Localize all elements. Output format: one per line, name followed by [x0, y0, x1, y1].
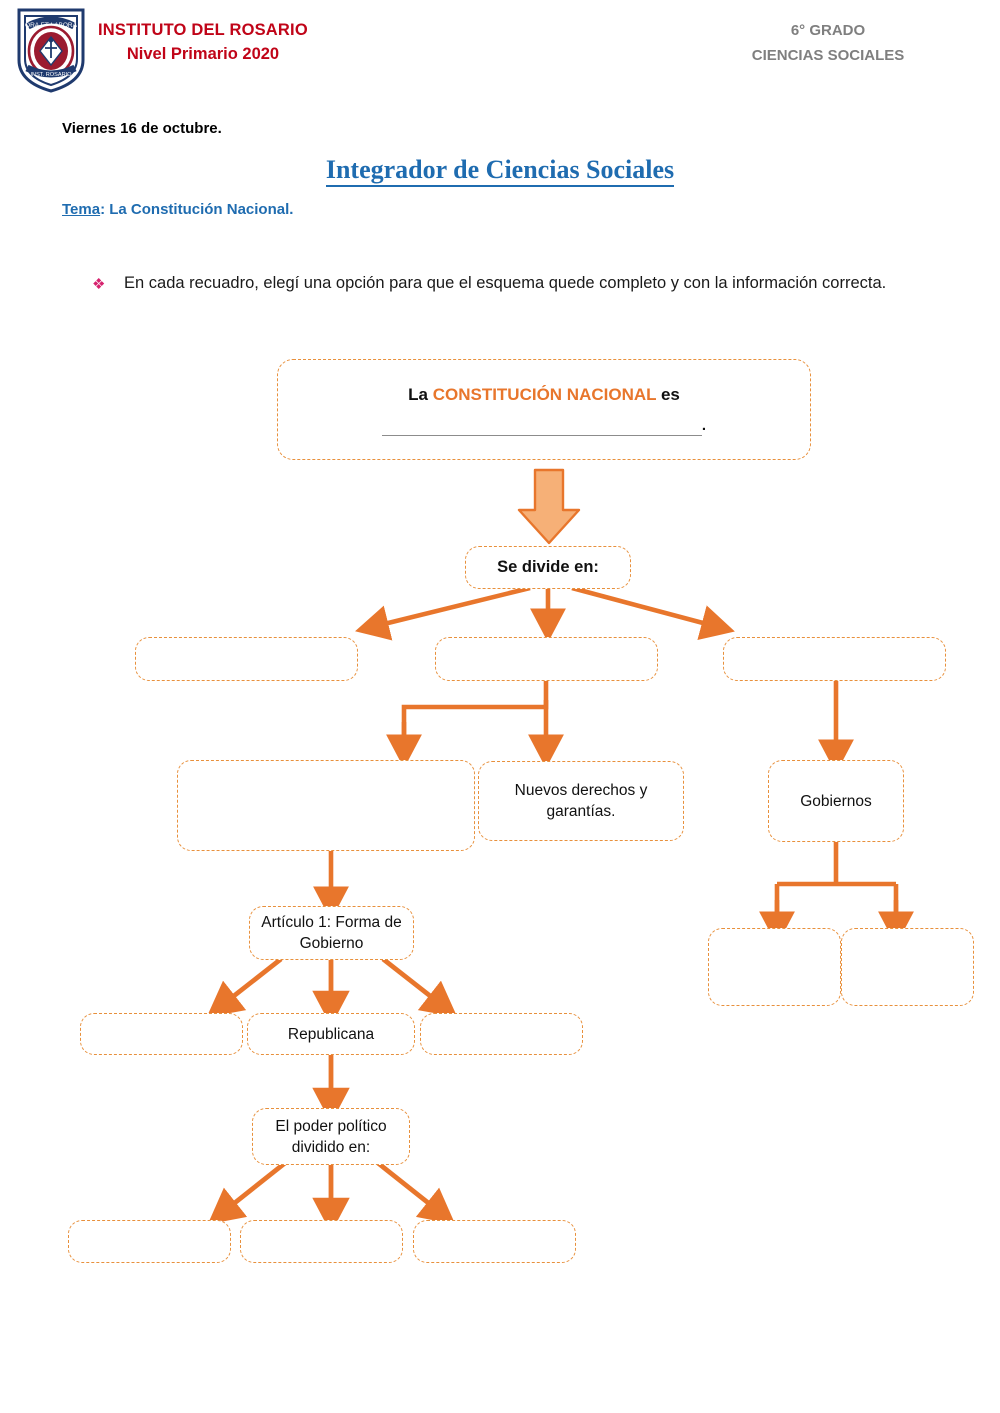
- svg-text:INST. ROSARIO: INST. ROSARIO: [30, 72, 72, 78]
- node-se-divide-en[interactable]: Se divide en:: [465, 546, 631, 589]
- page-title: Integrador de Ciencias Sociales: [0, 155, 1000, 187]
- svg-text:ORA ET LABORA: ORA ET LABORA: [25, 22, 78, 29]
- node-gobiernos-left-blank[interactable]: [708, 928, 841, 1006]
- node-tier1-center[interactable]: [435, 637, 658, 681]
- page-header: ORA ET LABORA INST. ROSARIO INSTITUTO DE…: [0, 0, 1000, 100]
- node-poder-politico[interactable]: El poder político dividido en:: [252, 1108, 410, 1165]
- diamond-bullet-icon: ❖: [92, 276, 106, 293]
- node-tier1-right[interactable]: [723, 637, 946, 681]
- node-articulo-1[interactable]: Artículo 1: Forma de Gobierno: [249, 906, 414, 960]
- grade-label: 6° GRADO: [790, 22, 866, 39]
- school-level: Nivel Primario 2020: [126, 45, 280, 63]
- blank-period: .: [701, 416, 707, 434]
- node-keyword: CONSTITUCIÓN NACIONAL: [432, 384, 657, 404]
- school-crest-icon: ORA ET LABORA INST. ROSARIO: [14, 6, 88, 94]
- subject-label: CIENCIAS SOCIALES: [751, 47, 905, 64]
- grade-subject-block: 6° GRADO CIENCIAS SOCIALES: [718, 18, 938, 68]
- node-poder-blank-2[interactable]: [240, 1220, 403, 1263]
- node-suffix: es: [656, 384, 680, 404]
- node-tier2-left-blank[interactable]: [177, 760, 475, 851]
- school-name: INSTITUTO DEL ROSARIO: [98, 21, 308, 39]
- school-identity: INSTITUTO DEL ROSARIO Nivel Primario 202…: [98, 18, 308, 66]
- instruction-block: ❖ En cada recuadro, elegí una opción par…: [92, 270, 944, 296]
- page-title-text: Integrador de Ciencias Sociales: [325, 155, 675, 187]
- fill-in-blank-line[interactable]: .: [381, 415, 707, 436]
- node-forma-right-blank[interactable]: [420, 1013, 583, 1055]
- node-constitucion-text: La CONSTITUCIÓN NACIONAL es: [408, 384, 680, 405]
- node-nuevos-derechos[interactable]: Nuevos derechos y garantías.: [478, 761, 684, 841]
- blank-underline[interactable]: [381, 421, 702, 436]
- node-gobiernos[interactable]: Gobiernos: [768, 760, 904, 842]
- node-poder-blank-1[interactable]: [68, 1220, 231, 1263]
- node-forma-left-blank[interactable]: [80, 1013, 243, 1055]
- node-gobiernos-right-blank[interactable]: [841, 928, 974, 1006]
- topic-value: : La Constitución Nacional.: [100, 201, 294, 218]
- instruction-text: En cada recuadro, elegí una opción para …: [124, 274, 887, 292]
- node-republicana[interactable]: Republicana: [247, 1013, 415, 1055]
- node-prefix: La: [408, 384, 433, 404]
- node-constitucion-nacional[interactable]: La CONSTITUCIÓN NACIONAL es .: [277, 359, 811, 460]
- node-tier1-left[interactable]: [135, 637, 358, 681]
- topic-label: Tema: [62, 201, 101, 218]
- date-line: Viernes 16 de octubre.: [62, 120, 222, 137]
- topic-line: Tema: La Constitución Nacional.: [62, 201, 293, 218]
- node-poder-blank-3[interactable]: [413, 1220, 576, 1263]
